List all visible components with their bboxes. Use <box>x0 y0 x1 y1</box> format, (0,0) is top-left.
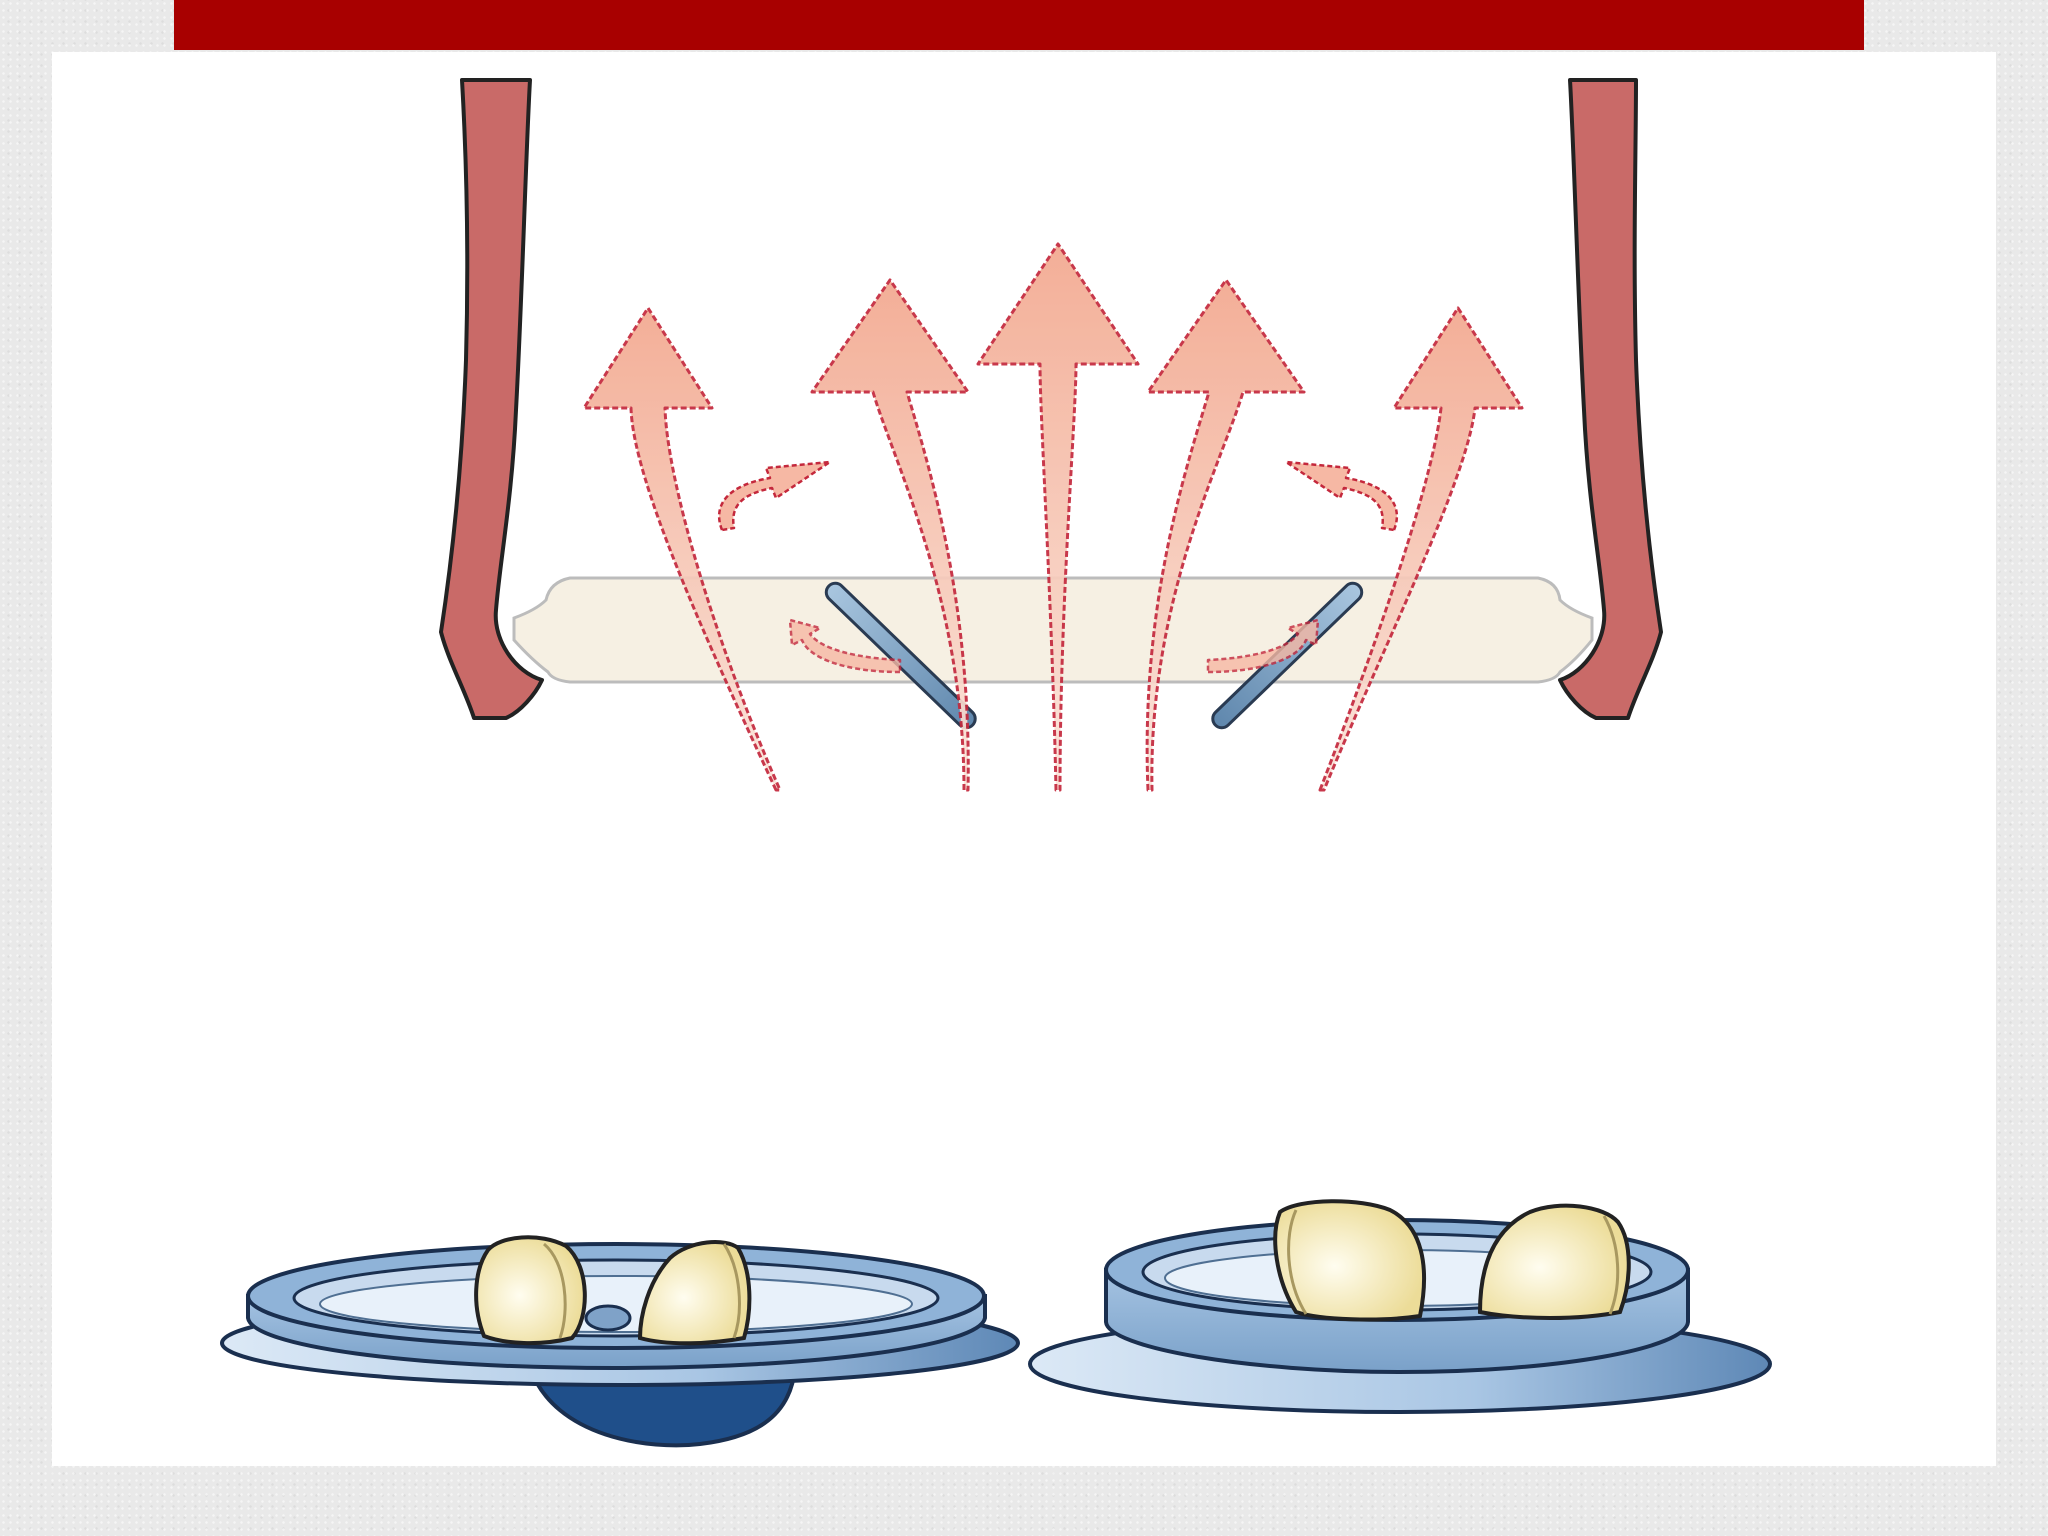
vessel-wall-right <box>1558 78 1663 720</box>
flow-arrow-1 <box>582 306 782 792</box>
valve-left-underside <box>527 1366 798 1448</box>
valve-left-orifice <box>319 1275 913 1333</box>
curved-arrow-upper-left <box>717 460 832 532</box>
slide <box>52 52 1996 1466</box>
valve-left-leaflet-1 <box>474 1235 587 1346</box>
valve-right-leaflet-1 <box>1273 1199 1427 1322</box>
title-bar <box>174 0 1864 50</box>
flow-arrow-4 <box>1145 278 1306 792</box>
small-curved-arrows <box>717 460 1399 674</box>
flow-arrow-5 <box>1318 306 1524 792</box>
flow-arrow-3 <box>976 242 1140 792</box>
curved-arrow-lower-left <box>788 618 902 674</box>
curved-arrow-upper-right <box>1284 460 1399 532</box>
valve-right-leaflet-2 <box>1477 1203 1631 1320</box>
valve-left-pivot <box>584 1304 632 1332</box>
valve-model-right <box>1028 1199 1772 1414</box>
valve-left-leaflet-2 <box>637 1240 752 1346</box>
flow-arrow-2 <box>810 278 970 792</box>
flow-arrows <box>582 242 1524 792</box>
valve-model-left <box>220 1235 1020 1448</box>
vessel-wall-left <box>439 78 544 720</box>
curved-arrow-lower-right <box>1206 618 1320 674</box>
